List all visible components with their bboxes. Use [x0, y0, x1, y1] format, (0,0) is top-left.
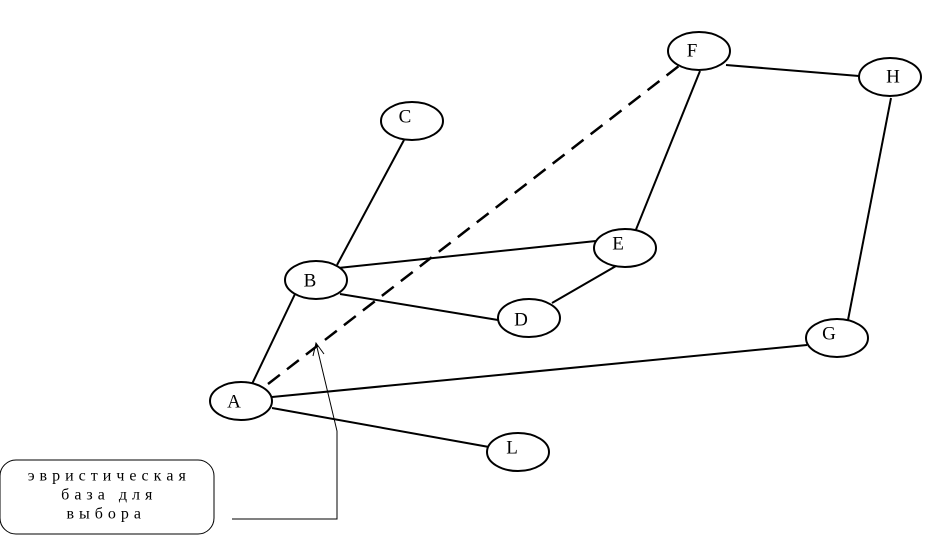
node-F-label: F — [687, 40, 698, 61]
node-A[interactable]: A — [209, 381, 273, 421]
node-G[interactable]: G — [805, 318, 869, 358]
node-H-label: H — [886, 66, 900, 87]
edge-A-F-dashed — [267, 61, 685, 385]
note-line-1: э в р и с т и ч е с к а я — [28, 468, 187, 485]
node-H[interactable]: H — [858, 57, 922, 97]
edge-A-B — [251, 293, 296, 385]
node-C[interactable]: C — [380, 101, 444, 141]
node-B-label: B — [304, 270, 317, 291]
note-pointer-arrowhead — [312, 341, 325, 357]
node-C-label: C — [399, 106, 412, 127]
node-G-label: G — [822, 323, 836, 344]
nodes-layer: A B C D E F G H — [209, 31, 922, 472]
edges-layer — [251, 61, 892, 448]
node-E[interactable]: E — [593, 228, 657, 268]
node-D[interactable]: D — [497, 298, 561, 338]
note-box: э в р и с т и ч е с к а я б а з а д л я … — [0, 459, 215, 535]
note-line-3: в ы б о р а — [66, 506, 141, 523]
edge-H-G — [847, 97, 892, 321]
edge-D-E — [551, 265, 617, 304]
node-L[interactable]: L — [486, 432, 550, 472]
node-L-label: L — [506, 437, 518, 458]
note-line-2: б а з а д л я — [61, 487, 153, 504]
edge-A-L — [271, 407, 490, 448]
node-B[interactable]: B — [284, 260, 348, 300]
edge-E-F — [634, 70, 701, 233]
note-pointer-line — [232, 342, 338, 520]
edge-B-C — [336, 139, 405, 266]
edge-A-G — [271, 344, 808, 398]
node-A-label: A — [227, 391, 241, 412]
node-E-label: E — [612, 233, 624, 254]
edge-B-D — [339, 293, 499, 321]
note-box-frame — [0, 459, 215, 535]
edge-B-E — [337, 240, 597, 269]
node-D-label: D — [514, 309, 528, 330]
node-F[interactable]: F — [667, 31, 731, 71]
edge-F-H — [725, 64, 860, 77]
note-pointer — [232, 341, 338, 520]
